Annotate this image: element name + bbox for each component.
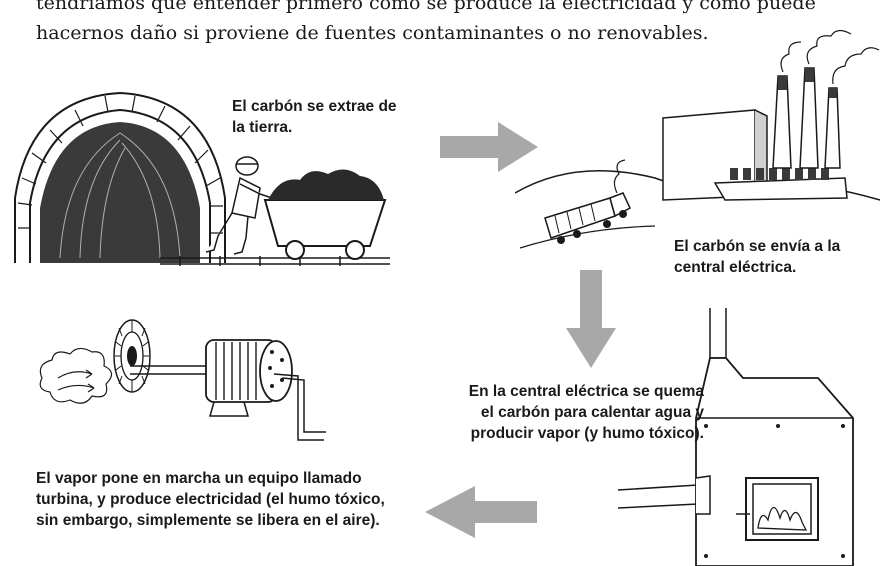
turbine-wheel — [113, 319, 151, 393]
mine-cart — [263, 169, 387, 260]
truck-power-plant-illustration — [515, 29, 881, 249]
turbine-generator-illustration — [39, 319, 326, 441]
generator — [205, 339, 326, 441]
coal-truck — [544, 159, 631, 244]
caption-ship: El carbón se envía a la central eléctric… — [674, 238, 841, 276]
intro-line-1: tendríamos que entender primero cómo se … — [36, 0, 816, 14]
caption-mine: El carbón se extrae de la tierra. — [232, 98, 397, 136]
arrow-right — [440, 122, 538, 172]
caption-turbine: El vapor pone en marcha un equipo llamad… — [36, 470, 385, 529]
arrow-left — [425, 486, 537, 538]
boiler-furnace-illustration — [618, 308, 854, 566]
power-plant — [662, 29, 880, 201]
smoke — [780, 29, 880, 85]
arrow-down — [566, 270, 616, 368]
miner-figure — [205, 156, 273, 255]
furnace-window — [736, 477, 819, 541]
caption-burn: En la central eléctrica se quema el carb… — [468, 383, 704, 442]
coal-mine-illustration — [14, 91, 390, 266]
intro-line-2: hacernos daño si proviene de fuentes con… — [36, 22, 709, 44]
intro-text: tendríamos que entender primero cómo se … — [36, 0, 876, 48]
steam — [39, 347, 113, 404]
